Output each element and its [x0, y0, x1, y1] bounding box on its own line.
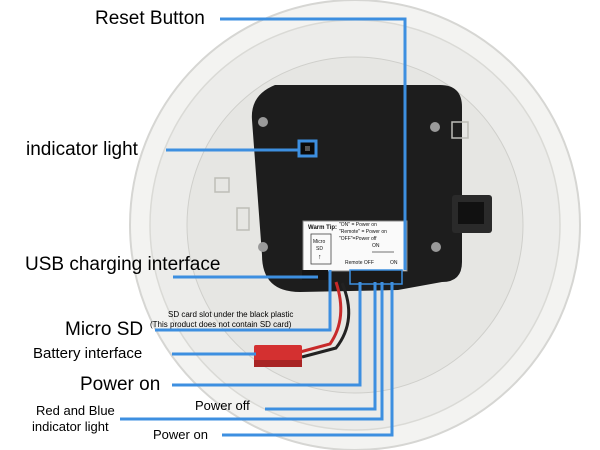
- sticker-on-top: ON: [372, 243, 380, 249]
- panel-screw: [258, 117, 268, 127]
- label-sd-note-2: (This product does not contain SD card): [150, 320, 292, 329]
- battery-wire-red: [299, 281, 343, 354]
- sticker-warm-tip-title: Warm Tip:: [308, 225, 338, 231]
- sticker-on-bottom: ON: [390, 260, 398, 266]
- sticker-micro-sd-line2: SD: [316, 246, 323, 252]
- arrow-up-icon: ↑: [318, 254, 322, 261]
- label-usb-charging: USB charging interface: [25, 254, 221, 275]
- label-power-on-2: Power on: [153, 427, 208, 442]
- sticker-tip-line-3: "OFF"=Power off: [339, 236, 377, 242]
- indicator-light-dot: [305, 146, 310, 151]
- sticker-micro-sd-line1: Micro: [313, 239, 326, 245]
- callout-power-on-1: [172, 282, 362, 387]
- panel-screw: [258, 242, 268, 252]
- housing-tab: [214, 177, 230, 193]
- housing-tab: [451, 121, 469, 139]
- side-connector-slot: [458, 202, 484, 224]
- label-reset-button: Reset Button: [95, 8, 205, 29]
- label-power-off: Power off: [195, 398, 250, 413]
- switch-block: [349, 269, 403, 285]
- micro-sd-icon-box: [310, 233, 332, 265]
- label-indicator-light: indicator light: [26, 139, 138, 160]
- label-battery-interface: Battery interface: [33, 345, 143, 362]
- label-sd-note-1: SD card slot under the black plastic: [168, 310, 294, 319]
- label-micro-sd: Micro SD: [65, 319, 144, 340]
- sticker-remote-off: Remote OFF: [345, 260, 374, 266]
- battery-wire-black: [301, 282, 351, 359]
- sticker-tip-line-1: "ON" = Power on: [339, 222, 377, 228]
- label-red-blue-2: indicator light: [32, 419, 109, 434]
- panel-screw: [431, 242, 441, 252]
- label-red-blue-1: Red and Blue: [36, 403, 115, 418]
- usb-port: [302, 270, 328, 280]
- callout-power-on-2: [222, 282, 394, 437]
- callout-power-off: [265, 282, 377, 411]
- callout-red-blue: [120, 282, 384, 421]
- panel-screw: [430, 122, 440, 132]
- callout-microsd: [155, 270, 332, 332]
- warm-tip-sticker: [302, 220, 408, 272]
- housing-tab: [236, 207, 250, 231]
- sticker-tip-line-2: "Remote" = Power on: [339, 229, 387, 235]
- callout-lines: [120, 17, 407, 437]
- label-power-on-1: Power on: [80, 374, 161, 395]
- battery-connector-shadow: [254, 360, 302, 367]
- callout-reset: [220, 17, 407, 270]
